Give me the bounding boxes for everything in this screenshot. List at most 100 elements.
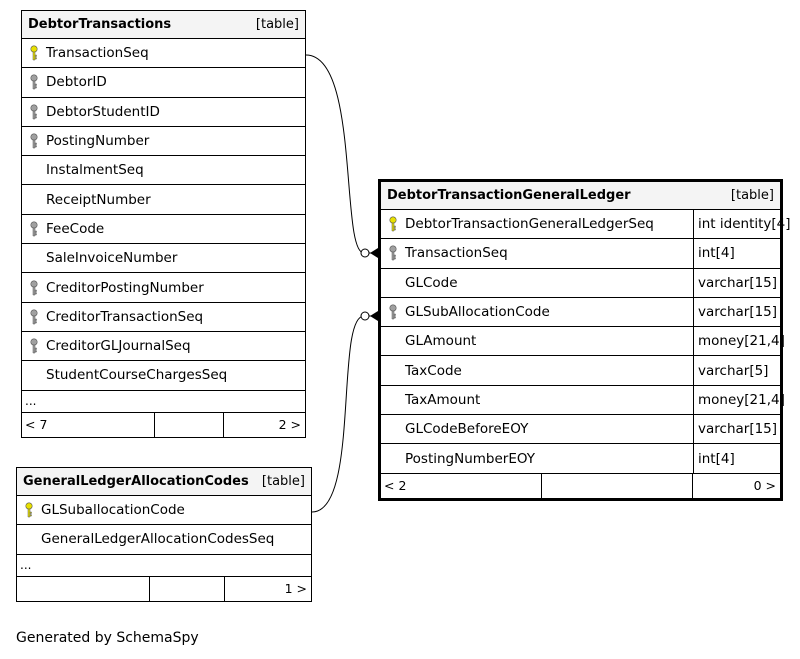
table-tag: [table] [730, 188, 774, 203]
primary-key-icon [17, 502, 41, 518]
column-name: SaleInvoiceNumber [46, 250, 178, 267]
table-tag: [table] [255, 17, 299, 32]
column-row[interactable]: PostingNumber [22, 127, 305, 157]
footer-spacer [150, 576, 225, 601]
primary-key-icon [381, 216, 405, 232]
column-row[interactable]: TransactionSeq [22, 39, 305, 69]
column-row[interactable]: PostingNumberEOY int[4] [381, 444, 780, 474]
column-name: GLAmount [405, 333, 477, 350]
column-row[interactable]: InstalmentSeq [22, 156, 305, 186]
table-header: DebtorTransactions [table] [22, 11, 305, 39]
footer-spacer [542, 473, 693, 498]
column-name: CreditorTransactionSeq [46, 308, 204, 325]
foreign-key-icon [22, 309, 46, 325]
primary-key-icon [22, 45, 46, 61]
column-row[interactable]: DebtorID [22, 68, 305, 98]
link-glsuballocationcode-optional-marker [360, 311, 370, 321]
column-row[interactable]: CreditorPostingNumber [22, 273, 305, 303]
link-glsuballocationcode [311, 315, 377, 513]
column-name: DebtorTransactionGeneralLedgerSeq [405, 216, 654, 233]
generated-by-label: Generated by SchemaSpy [16, 630, 199, 646]
column-row[interactable]: FeeCode [22, 215, 305, 245]
column-row[interactable]: CreditorGLJournalSeq [22, 332, 305, 362]
link-transactionseq-many-marker [370, 248, 378, 258]
parents-count[interactable] [17, 576, 150, 601]
foreign-key-icon [22, 133, 46, 149]
column-name: DebtorStudentID [46, 103, 160, 120]
table-footer: < 7 2 > [22, 412, 305, 437]
column-row[interactable]: GLAmount money[21,4] [381, 327, 785, 357]
column-row[interactable]: GLSuballocationCode [17, 496, 311, 526]
column-type: varchar[5] [693, 356, 780, 385]
column-name: GLSubAllocationCode [405, 304, 550, 321]
table-name: GeneralLedgerAllocationCodes [23, 474, 249, 489]
table-footer: 1 > [17, 576, 311, 601]
children-count[interactable]: 2 > [278, 417, 301, 433]
table-footer: < 2 0 > [381, 473, 780, 498]
footer-spacer [155, 412, 224, 437]
column-name: TransactionSeq [46, 45, 149, 62]
column-type: varchar[15] [693, 268, 780, 297]
column-type: money[21,4] [693, 327, 785, 356]
column-row[interactable]: DebtorStudentID [22, 98, 305, 127]
table-header: DebtorTransactionGeneralLedger [table] [381, 182, 780, 210]
column-name: GLCode [405, 274, 458, 291]
column-row[interactable]: DebtorTransactionGeneralLedgerSeq int ide… [381, 210, 791, 240]
table-name: DebtorTransactions [28, 17, 172, 32]
column-name: StudentCourseChargesSeq [46, 367, 228, 384]
link-glsuballocationcode-many-marker [370, 311, 378, 321]
column-row[interactable]: CreditorTransactionSeq [22, 303, 305, 332]
column-type: varchar[15] [693, 297, 780, 327]
column-row[interactable]: StudentCourseChargesSeq [22, 361, 305, 391]
column-name: ReceiptNumber [46, 191, 151, 208]
table-tag: [table] [261, 474, 305, 489]
table-general-ledger-allocation-codes[interactable]: GeneralLedgerAllocationCodes [table] GLS… [16, 467, 312, 602]
column-name: InstalmentSeq [46, 162, 144, 179]
column-row[interactable]: ReceiptNumber [22, 185, 305, 215]
table-header: GeneralLedgerAllocationCodes [table] [17, 468, 311, 496]
children-count[interactable]: 0 > [753, 478, 776, 494]
column-type: int[4] [693, 239, 780, 268]
link-transactionseq [305, 54, 377, 254]
foreign-key-icon [22, 280, 46, 296]
table-name: DebtorTransactionGeneralLedger [387, 188, 631, 203]
column-row[interactable]: TaxAmount money[21,4] [381, 385, 785, 416]
column-name: PostingNumber [46, 133, 150, 150]
more-columns-indicator: ... [17, 555, 311, 577]
foreign-key-icon [22, 338, 46, 354]
column-type: int[4] [693, 444, 780, 473]
link-transactionseq-optional-marker [360, 248, 370, 258]
column-row[interactable]: GLCode varchar[15] [381, 268, 780, 298]
column-row[interactable]: TaxCode varchar[5] [381, 356, 780, 386]
table-debtor-transactions[interactable]: DebtorTransactions [table] TransactionSe… [21, 10, 306, 438]
column-name: CreditorPostingNumber [46, 279, 204, 296]
column-name: DebtorID [46, 74, 107, 91]
more-columns-indicator: ... [22, 391, 305, 413]
table-debtor-transaction-general-ledger[interactable]: DebtorTransactionGeneralLedger [table] D… [378, 179, 791, 501]
column-name: TaxAmount [405, 391, 481, 408]
parents-count[interactable]: < 7 [22, 412, 155, 437]
column-name: GLCodeBeforeEOY [405, 421, 529, 438]
column-row[interactable]: GeneralLedgerAllocationCodesSeq [17, 525, 311, 555]
column-row[interactable]: GLSubAllocationCode varchar[15] [381, 297, 780, 328]
column-row[interactable]: SaleInvoiceNumber [22, 244, 305, 274]
column-row[interactable]: GLCodeBeforeEOY varchar[15] [381, 415, 780, 445]
foreign-key-icon [381, 304, 405, 320]
foreign-key-icon [22, 221, 46, 237]
foreign-key-icon [381, 245, 405, 261]
children-count[interactable]: 1 > [284, 581, 307, 597]
column-name: TransactionSeq [405, 245, 508, 262]
column-type: money[21,4] [693, 385, 785, 415]
column-type: int identity[4] [693, 210, 791, 239]
foreign-key-icon [22, 104, 46, 120]
column-name: CreditorGLJournalSeq [46, 338, 191, 355]
column-name: GLSuballocationCode [41, 502, 185, 519]
column-name: PostingNumberEOY [405, 450, 536, 467]
column-name: TaxCode [405, 362, 462, 379]
column-name: GeneralLedgerAllocationCodesSeq [41, 531, 275, 548]
parents-count[interactable]: < 2 [381, 473, 542, 498]
column-row[interactable]: TransactionSeq int[4] [381, 239, 780, 269]
foreign-key-icon [22, 74, 46, 90]
column-type: varchar[15] [693, 415, 780, 444]
